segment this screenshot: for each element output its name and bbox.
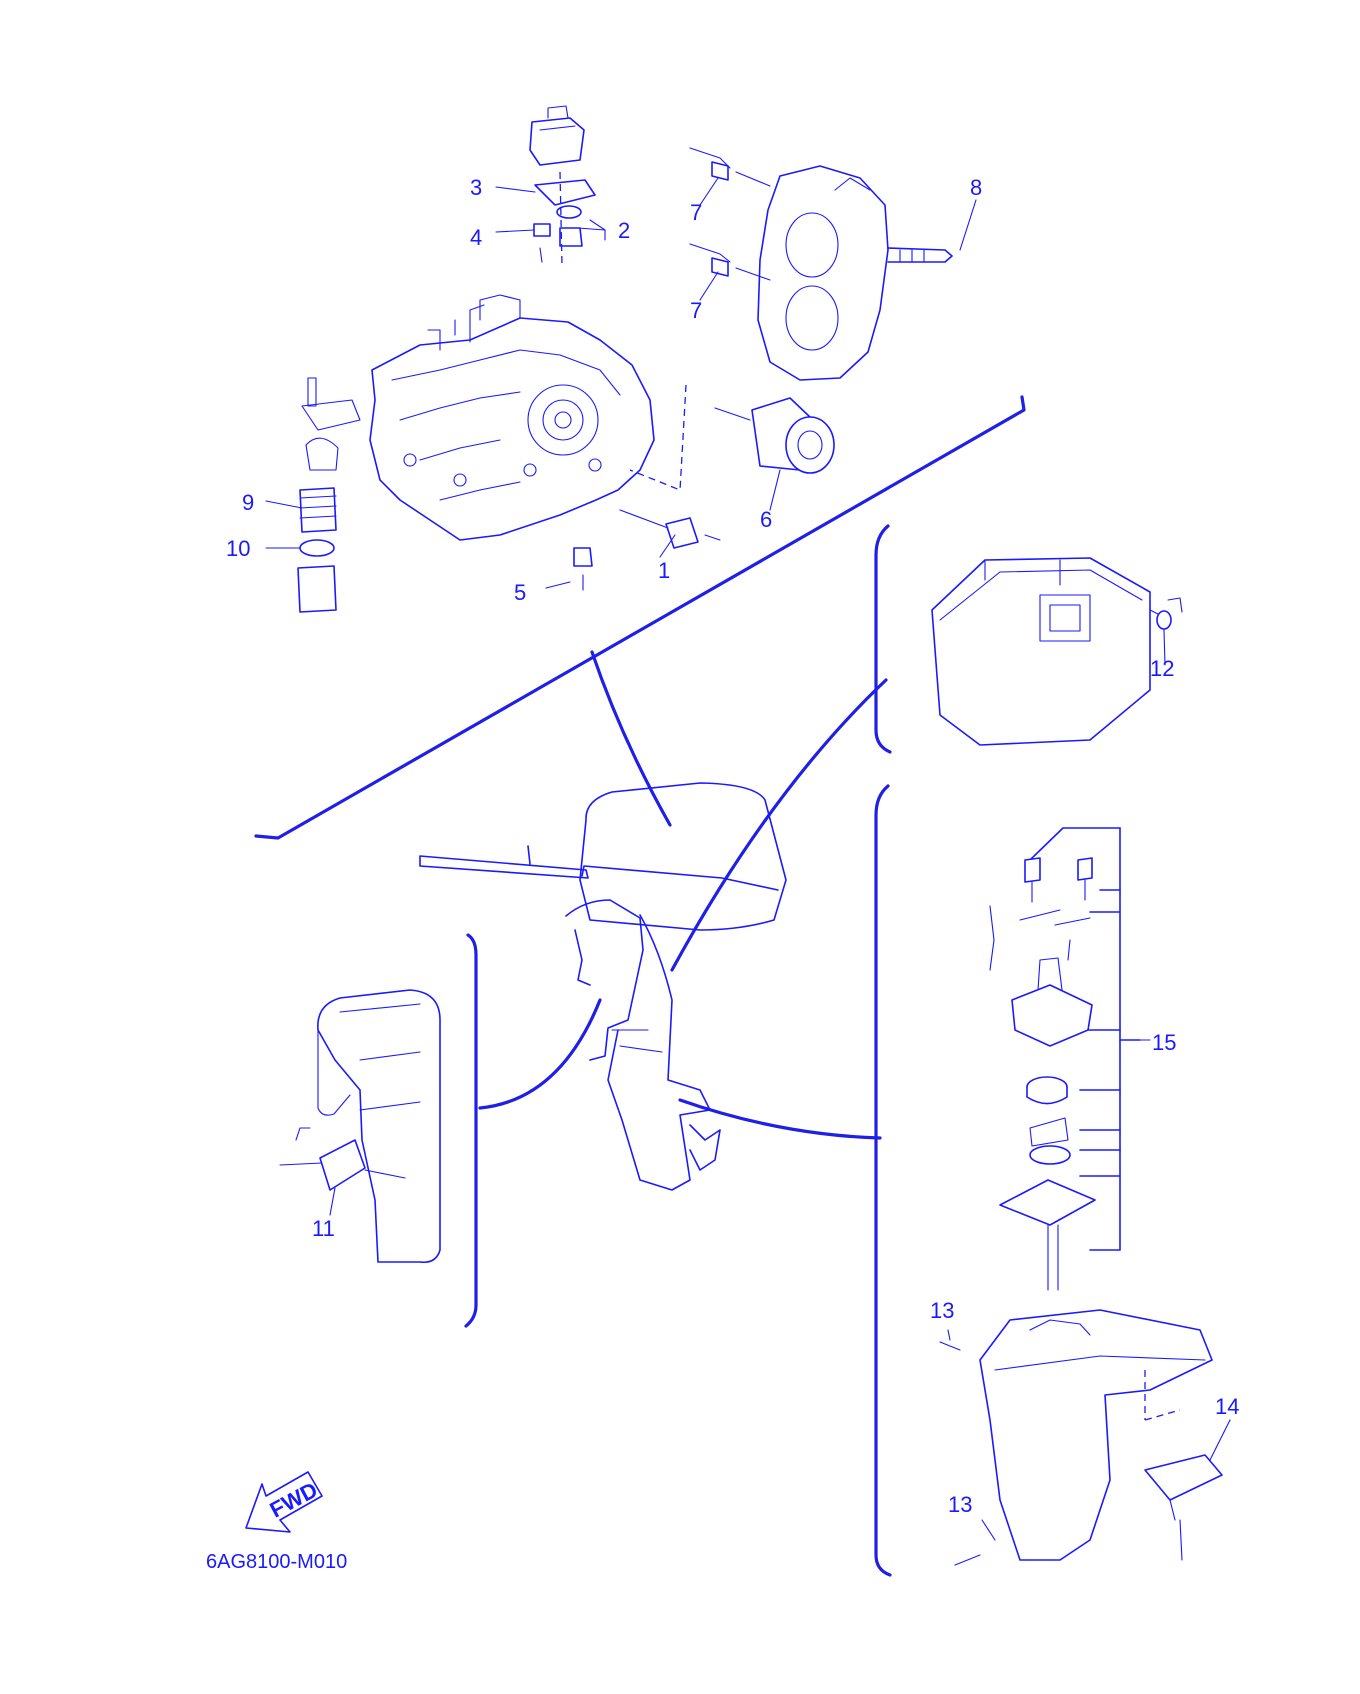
callout-labels: 1 2 3 4 5 6 7 7 8 9 10 11 12 13 13 14 15	[226, 175, 1239, 1517]
engine-mount-bracket	[279, 989, 441, 1264]
water-pump-assembly	[989, 827, 1141, 1291]
callout-10: 10	[226, 536, 250, 561]
outboard-motor-outline	[419, 782, 787, 1191]
callout-9: 9	[242, 490, 254, 515]
oil-filter	[629, 384, 835, 491]
section-dividers	[254, 395, 1026, 1577]
callout-6: 6	[760, 507, 772, 532]
callout-leaders	[265, 177, 1231, 1541]
callout-5: 5	[514, 580, 526, 605]
callout-11: 11	[312, 1216, 335, 1241]
powerhead-block	[369, 294, 655, 541]
callout-14: 14	[1215, 1394, 1239, 1419]
callout-7-top: 7	[690, 200, 702, 225]
lower-unit	[939, 1309, 1223, 1566]
thermostat-assembly	[529, 105, 596, 266]
oil-pan	[931, 557, 1183, 746]
callout-4: 4	[470, 225, 482, 250]
small-parts	[573, 509, 721, 591]
callout-3: 3	[470, 175, 482, 200]
callout-7-bottom: 7	[690, 298, 702, 323]
callout-8: 8	[970, 175, 982, 200]
callout-13-top: 13	[930, 1298, 954, 1323]
callout-12: 12	[1150, 656, 1174, 681]
callout-13-bottom: 13	[948, 1492, 972, 1517]
leader-lines	[478, 650, 888, 1140]
callout-1: 1	[658, 558, 670, 583]
forward-direction-arrow: FWD	[245, 1471, 323, 1533]
callout-2: 2	[618, 218, 630, 243]
oil-strainer	[297, 377, 361, 613]
cylinder-head	[689, 147, 953, 381]
diagram-code: 6AG8100-M010	[206, 1551, 347, 1573]
callout-15: 15	[1152, 1030, 1176, 1055]
